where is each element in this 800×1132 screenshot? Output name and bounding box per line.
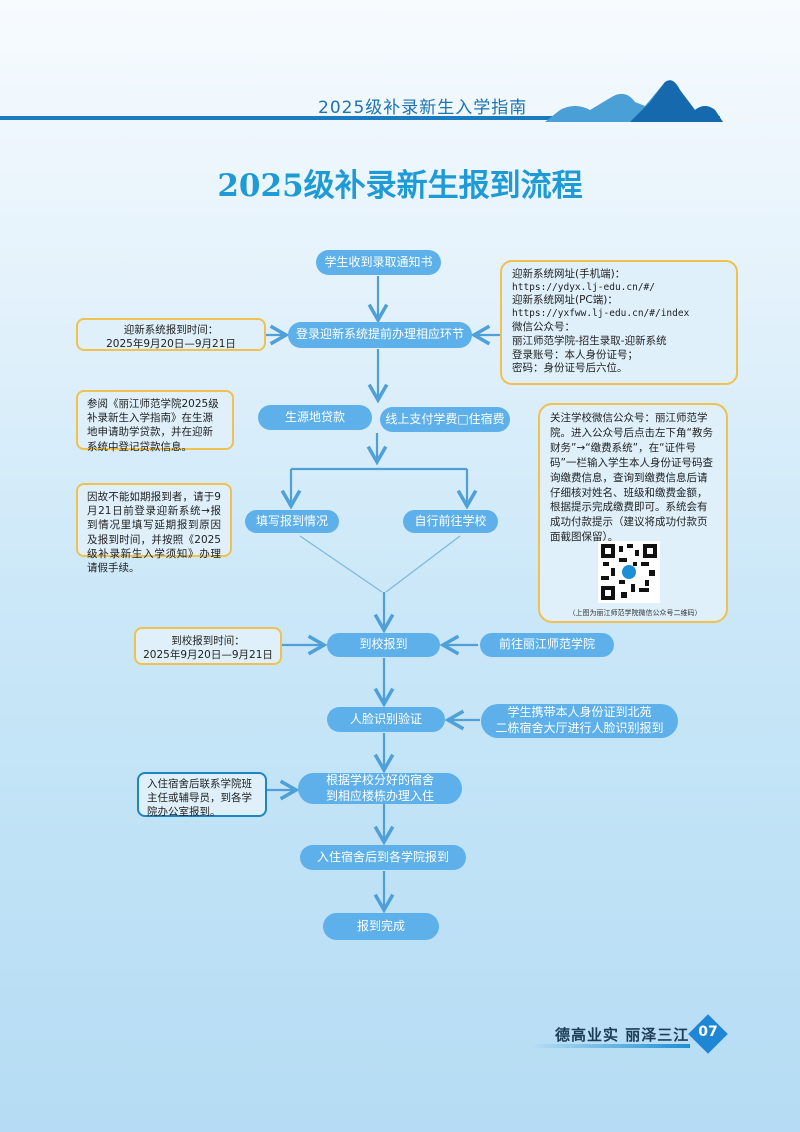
note-delay-info: 因故不能如期报到者，请于9月21日前登录迎新系统→报到情况里填写延期报到原因及报… <box>76 483 232 574</box>
step-go-to-college: 前往丽江师范学院 <box>480 633 614 657</box>
running-header: 2025级补录新生入学指南 <box>318 98 528 118</box>
page-number: 07 <box>698 1024 718 1040</box>
note-line: 2025年9月20日—9月21日 <box>143 649 273 662</box>
note-line: 密码：身份证号后六位。 <box>512 362 628 375</box>
step-arrive: 到校报到 <box>327 633 440 657</box>
note-loan-info: 参阅《丽江师范学院2025级补录新生入学指南》在生源地申请助学贷款，并在迎新系统… <box>76 390 234 453</box>
header-rule <box>0 116 720 120</box>
note-line: 丽江师范学院-招生录取-迎新系统 <box>512 334 667 347</box>
note-dorm-info: 入住宿舍后联系学院班主任或辅导员，到各学院办公室报到。 <box>137 772 267 818</box>
qr-caption: （上图为丽江师范学院微信公众号二维码） <box>568 609 702 617</box>
note-line: 2025年9月20日—9月21日 <box>106 338 236 351</box>
step-face-verify-note: 学生携带本人身份证到北苑 二栋宿舍大厅进行人脸识别报到 <box>481 704 678 738</box>
note-line: 登录账号：本人身份证号； <box>512 348 638 361</box>
step-fill-status: 填写报到情况 <box>245 510 339 533</box>
system-url-mobile[interactable]: https://ydyx.lj-edu.cn/#/ <box>512 281 655 293</box>
note-line: 到校报到时间： <box>171 635 245 647</box>
system-url-pc[interactable]: https://yxfww.lj-edu.cn/#/index <box>512 308 690 320</box>
step-login-system: 登录迎新系统提前办理相应环节 <box>288 322 472 348</box>
step-report-college: 入住宿舍后到各学院报到 <box>300 845 466 870</box>
check-in-line: 根据学校分好的宿舍 <box>325 772 434 787</box>
note-line: 迎新系统报到时间： <box>123 324 219 336</box>
note-system-info: 迎新系统网址(手机端)： https://ydyx.lj-edu.cn/#/ 迎… <box>500 260 738 385</box>
mountain-decoration-icon <box>545 80 723 122</box>
wechat-qr-code-icon[interactable] <box>598 541 660 603</box>
step-pay-fees: 线上支付学费□住宿费 <box>380 407 510 432</box>
step-face-verify: 人脸识别验证 <box>327 707 445 732</box>
step-check-in: 根据学校分好的宿舍 到相应楼栋办理入住 <box>298 773 462 804</box>
step-loan: 生源地贷款 <box>258 405 372 430</box>
step-done: 报到完成 <box>323 913 439 940</box>
note-line: 迎新系统网址(手机端)： <box>512 268 626 280</box>
face-note-line: 学生携带本人身份证到北苑 <box>507 705 652 720</box>
step-go-to-school: 自行前往学校 <box>403 510 498 533</box>
face-note-line: 二栋宿舍大厅进行人脸识别报到 <box>495 721 664 735</box>
note-line: 迎新系统网址(PC端)： <box>512 294 618 307</box>
footer-rule <box>530 1044 690 1048</box>
note-system-time: 迎新系统报到时间： 2025年9月20日—9月21日 <box>76 318 266 351</box>
check-in-line: 到相应楼栋办理入住 <box>325 788 434 803</box>
page-title: 2025级补录新生报到流程 <box>217 168 583 204</box>
note-line: 微信公众号： <box>512 320 575 333</box>
note-arrive-time: 到校报到时间： 2025年9月20日—9月21日 <box>134 627 282 665</box>
step-receive-notice: 学生收到录取通知书 <box>316 250 441 275</box>
footer-motto: 德高业实 丽泽三江 <box>555 1026 690 1044</box>
note-payment-info: 关注学校微信公众号：丽江师范学院。进入公众号后点击左下角“教务财务”→“缴费系统… <box>538 403 728 623</box>
payment-text: 关注学校微信公众号：丽江师范学院。进入公众号后点击左下角“教务财务”→“缴费系统… <box>550 412 713 544</box>
